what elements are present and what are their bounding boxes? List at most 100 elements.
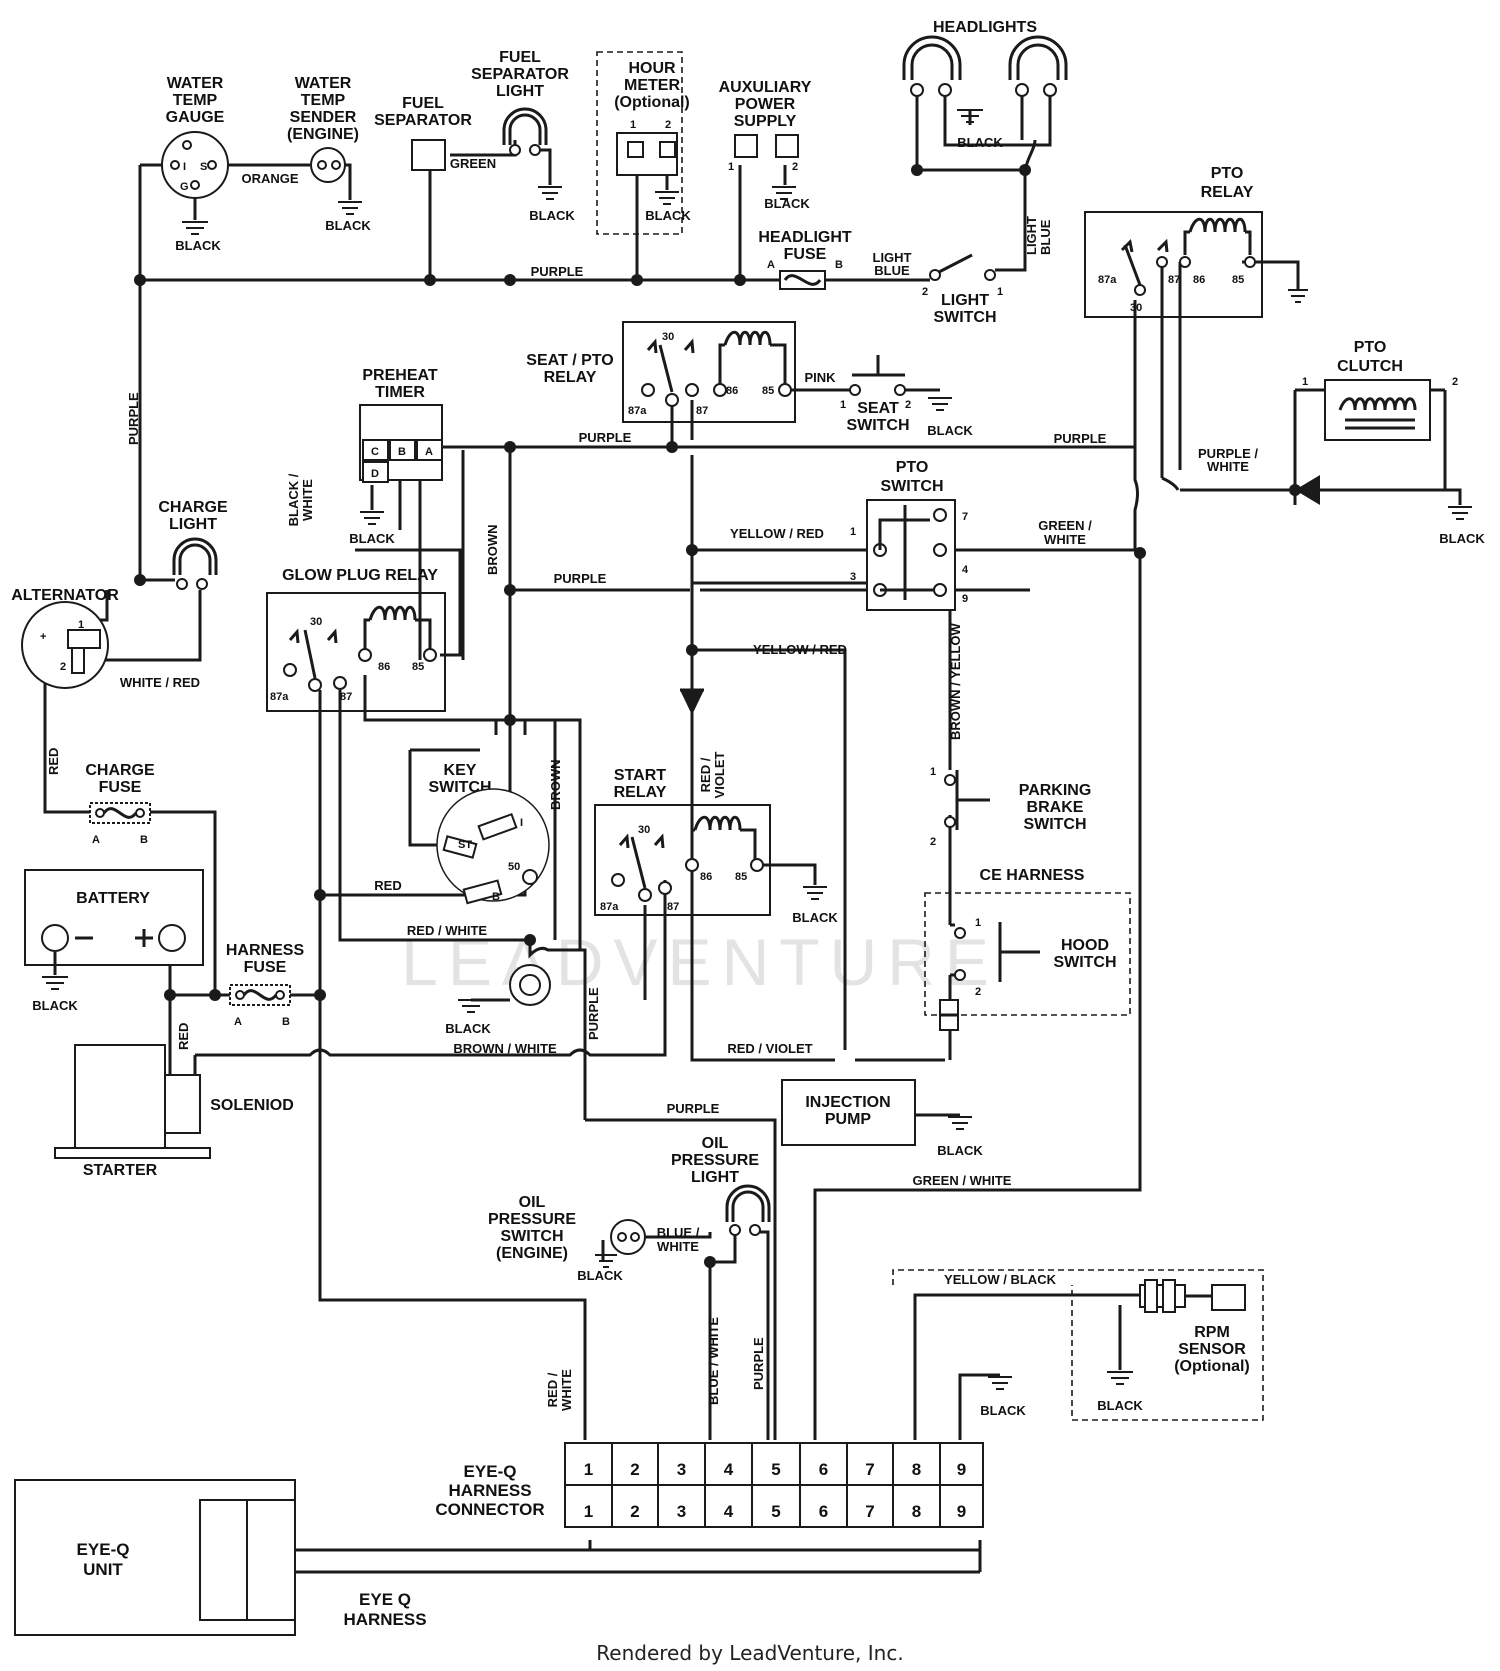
connector-pin-top: 2 (630, 1460, 639, 1479)
svg-text:86: 86 (700, 871, 712, 883)
svg-text:RED: RED (374, 878, 401, 893)
svg-text:BLACK: BLACK (764, 196, 810, 211)
connector-pin-top-cell (751, 1442, 801, 1486)
svg-text:87: 87 (667, 901, 679, 913)
alternator: ALTERNATOR 1 2 + WHITE / RED RED (11, 587, 200, 775)
svg-text:BROWN / WHITE: BROWN / WHITE (453, 1041, 557, 1056)
svg-text:BLACK: BLACK (577, 1268, 623, 1283)
svg-text:2: 2 (975, 986, 981, 998)
headlights-label: HEADLIGHTS (933, 19, 1037, 36)
svg-text:2: 2 (792, 161, 798, 173)
svg-text:BLACK: BLACK (529, 208, 575, 223)
svg-text:PINK: PINK (804, 370, 836, 385)
svg-text:S: S (200, 161, 207, 173)
svg-text:A: A (767, 259, 775, 271)
svg-text:BLACK: BLACK (445, 1021, 491, 1036)
connector-pin-bottom-cell (799, 1484, 848, 1528)
connector-pin-top: 8 (912, 1460, 921, 1479)
svg-text:ORANGE: ORANGE (241, 171, 298, 186)
svg-text:BLACK: BLACK (937, 1143, 983, 1158)
svg-text:BLACK: BLACK (1097, 1398, 1143, 1413)
svg-text:RED: RED (176, 1023, 191, 1050)
svg-text:B: B (140, 834, 148, 846)
svg-text:BLACK /WHITE: BLACK /WHITE (286, 473, 315, 526)
svg-text:PURPLE: PURPLE (126, 392, 141, 445)
svg-text:85: 85 (1232, 274, 1244, 286)
svg-text:2: 2 (922, 286, 928, 298)
svg-text:BLACK: BLACK (175, 238, 221, 253)
svg-text:87a: 87a (1098, 274, 1117, 286)
svg-text:2: 2 (905, 399, 911, 411)
connector-pin-bottom: 3 (677, 1502, 686, 1521)
connector-pin-bottom: 2 (630, 1502, 639, 1521)
connector-pin-bottom: 5 (771, 1502, 780, 1521)
svg-text:50: 50 (508, 861, 520, 873)
svg-text:BLACK: BLACK (325, 218, 371, 233)
svg-text:STARTER: STARTER (83, 1162, 158, 1179)
connector-pin-top-cell (657, 1442, 706, 1486)
svg-text:RED /VIOLET: RED /VIOLET (698, 751, 727, 798)
svg-text:BLUE: BLUE (1038, 219, 1053, 255)
svg-text:1: 1 (930, 766, 936, 778)
svg-text:CE HARNESS: CE HARNESS (980, 867, 1085, 884)
svg-text:2: 2 (60, 661, 66, 673)
svg-text:85: 85 (762, 385, 774, 397)
diode-icon (680, 690, 704, 715)
svg-text:A: A (92, 834, 100, 846)
svg-text:+: + (40, 631, 46, 643)
svg-text:PURPLE: PURPLE (554, 571, 607, 586)
svg-text:PURPLE: PURPLE (751, 1337, 766, 1390)
connector-pin-top: 1 (584, 1460, 593, 1479)
svg-text:RED: RED (46, 748, 61, 775)
connector-pin-top-cell (939, 1442, 984, 1486)
svg-text:BLACK: BLACK (1439, 531, 1485, 546)
svg-text:4: 4 (962, 564, 969, 576)
connector-pin-top: 5 (771, 1460, 780, 1479)
svg-text:87: 87 (696, 405, 708, 417)
connector-pin-top-cell (564, 1442, 613, 1486)
connector-pin-bottom: 7 (865, 1502, 874, 1521)
svg-text:B: B (398, 446, 406, 458)
svg-text:ST: ST (458, 839, 472, 851)
svg-text:1: 1 (78, 619, 84, 631)
svg-text:I: I (183, 161, 186, 173)
svg-text:BLACK: BLACK (927, 423, 973, 438)
svg-text:85: 85 (412, 661, 424, 673)
connector-pin-top: 7 (865, 1460, 874, 1479)
svg-text:B: B (282, 1016, 290, 1028)
svg-text:YELLOW / RED: YELLOW / RED (753, 642, 847, 657)
connector-pin-top: 4 (724, 1460, 734, 1479)
svg-text:BLUE /WHITE: BLUE /WHITE (657, 1225, 700, 1254)
svg-text:C: C (371, 446, 379, 458)
svg-text:PURPLE: PURPLE (579, 430, 632, 445)
svg-text:GREEN /WHITE: GREEN /WHITE (1038, 518, 1092, 547)
svg-text:2: 2 (1452, 376, 1458, 388)
